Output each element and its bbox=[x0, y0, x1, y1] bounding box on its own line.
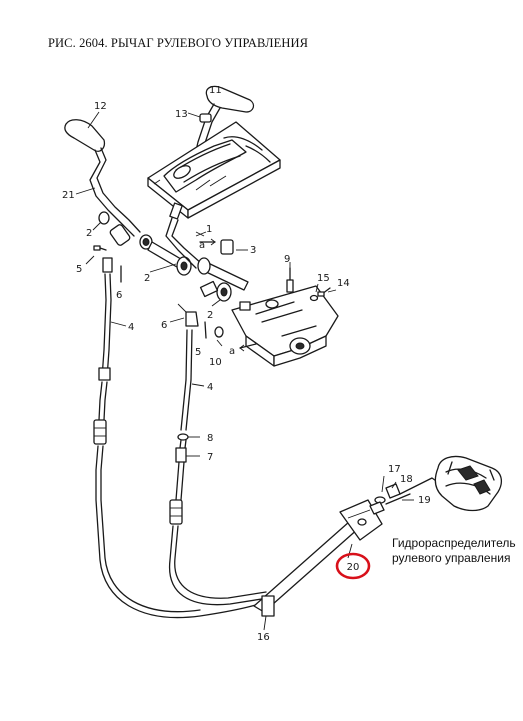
label-18: 18 bbox=[400, 474, 413, 485]
shaft-1-3 bbox=[195, 231, 249, 291]
label-5-center: 5 bbox=[195, 347, 201, 358]
figure-title: РИС. 2604. РЫЧАГ РУЛЕВОГО УПРАВЛЕНИЯ bbox=[48, 36, 309, 50]
ring-13 bbox=[187, 112, 212, 123]
label-1: 1 bbox=[206, 224, 212, 235]
lever-12 bbox=[64, 111, 141, 237]
label-21: 21 bbox=[62, 190, 75, 201]
label-a-bottom: a bbox=[229, 346, 235, 357]
label-10: 10 bbox=[209, 357, 222, 368]
label-13: 13 bbox=[175, 109, 188, 120]
label-19: 19 bbox=[418, 495, 431, 506]
steering-valve bbox=[434, 455, 503, 512]
fasteners-left bbox=[85, 245, 122, 283]
console-plate bbox=[147, 121, 281, 219]
fasteners-center bbox=[169, 303, 224, 347]
label-8: 8 bbox=[207, 433, 213, 444]
label-12: 12 bbox=[94, 101, 107, 112]
label-2-mid: 2 bbox=[144, 273, 150, 284]
valve-caption: Гидрораспределитель рулевого управления bbox=[392, 536, 516, 566]
label-2-center: 2 bbox=[207, 310, 213, 321]
bushing-2-left bbox=[92, 211, 153, 250]
label-6-left: 6 bbox=[116, 290, 122, 301]
center-shaft bbox=[165, 202, 216, 269]
bracket bbox=[231, 262, 339, 367]
label-2-left: 2 bbox=[86, 228, 92, 239]
cable-4-center bbox=[168, 329, 269, 606]
label-a-top: a bbox=[199, 240, 205, 251]
label-20: 20 bbox=[347, 562, 360, 573]
label-4-left: 4 bbox=[128, 322, 134, 333]
label-11: 11 bbox=[209, 85, 222, 96]
highlight-20: 20 bbox=[335, 552, 371, 580]
label-4-center: 4 bbox=[207, 382, 213, 393]
valve-caption-line2: рулевого управления bbox=[392, 551, 511, 565]
shaft-assembly bbox=[147, 241, 192, 276]
label-17: 17 bbox=[388, 464, 401, 475]
label-5-left: 5 bbox=[76, 264, 82, 275]
label-9: 9 bbox=[284, 254, 290, 265]
label-3: 3 bbox=[250, 245, 256, 256]
label-15: 15 bbox=[317, 273, 330, 284]
label-6-center: 6 bbox=[161, 320, 167, 331]
label-7: 7 bbox=[207, 452, 213, 463]
part-labels: 12 11 13 21 2 1 a 3 2 5 6 9 15 14 2 6 4 … bbox=[62, 85, 431, 643]
valve-caption-line1: Гидрораспределитель bbox=[392, 536, 516, 550]
label-14: 14 bbox=[337, 278, 350, 289]
rod-20 bbox=[253, 499, 383, 631]
cable-4-left bbox=[93, 273, 271, 619]
bushing-2-center bbox=[199, 280, 232, 307]
label-16: 16 bbox=[257, 632, 270, 643]
